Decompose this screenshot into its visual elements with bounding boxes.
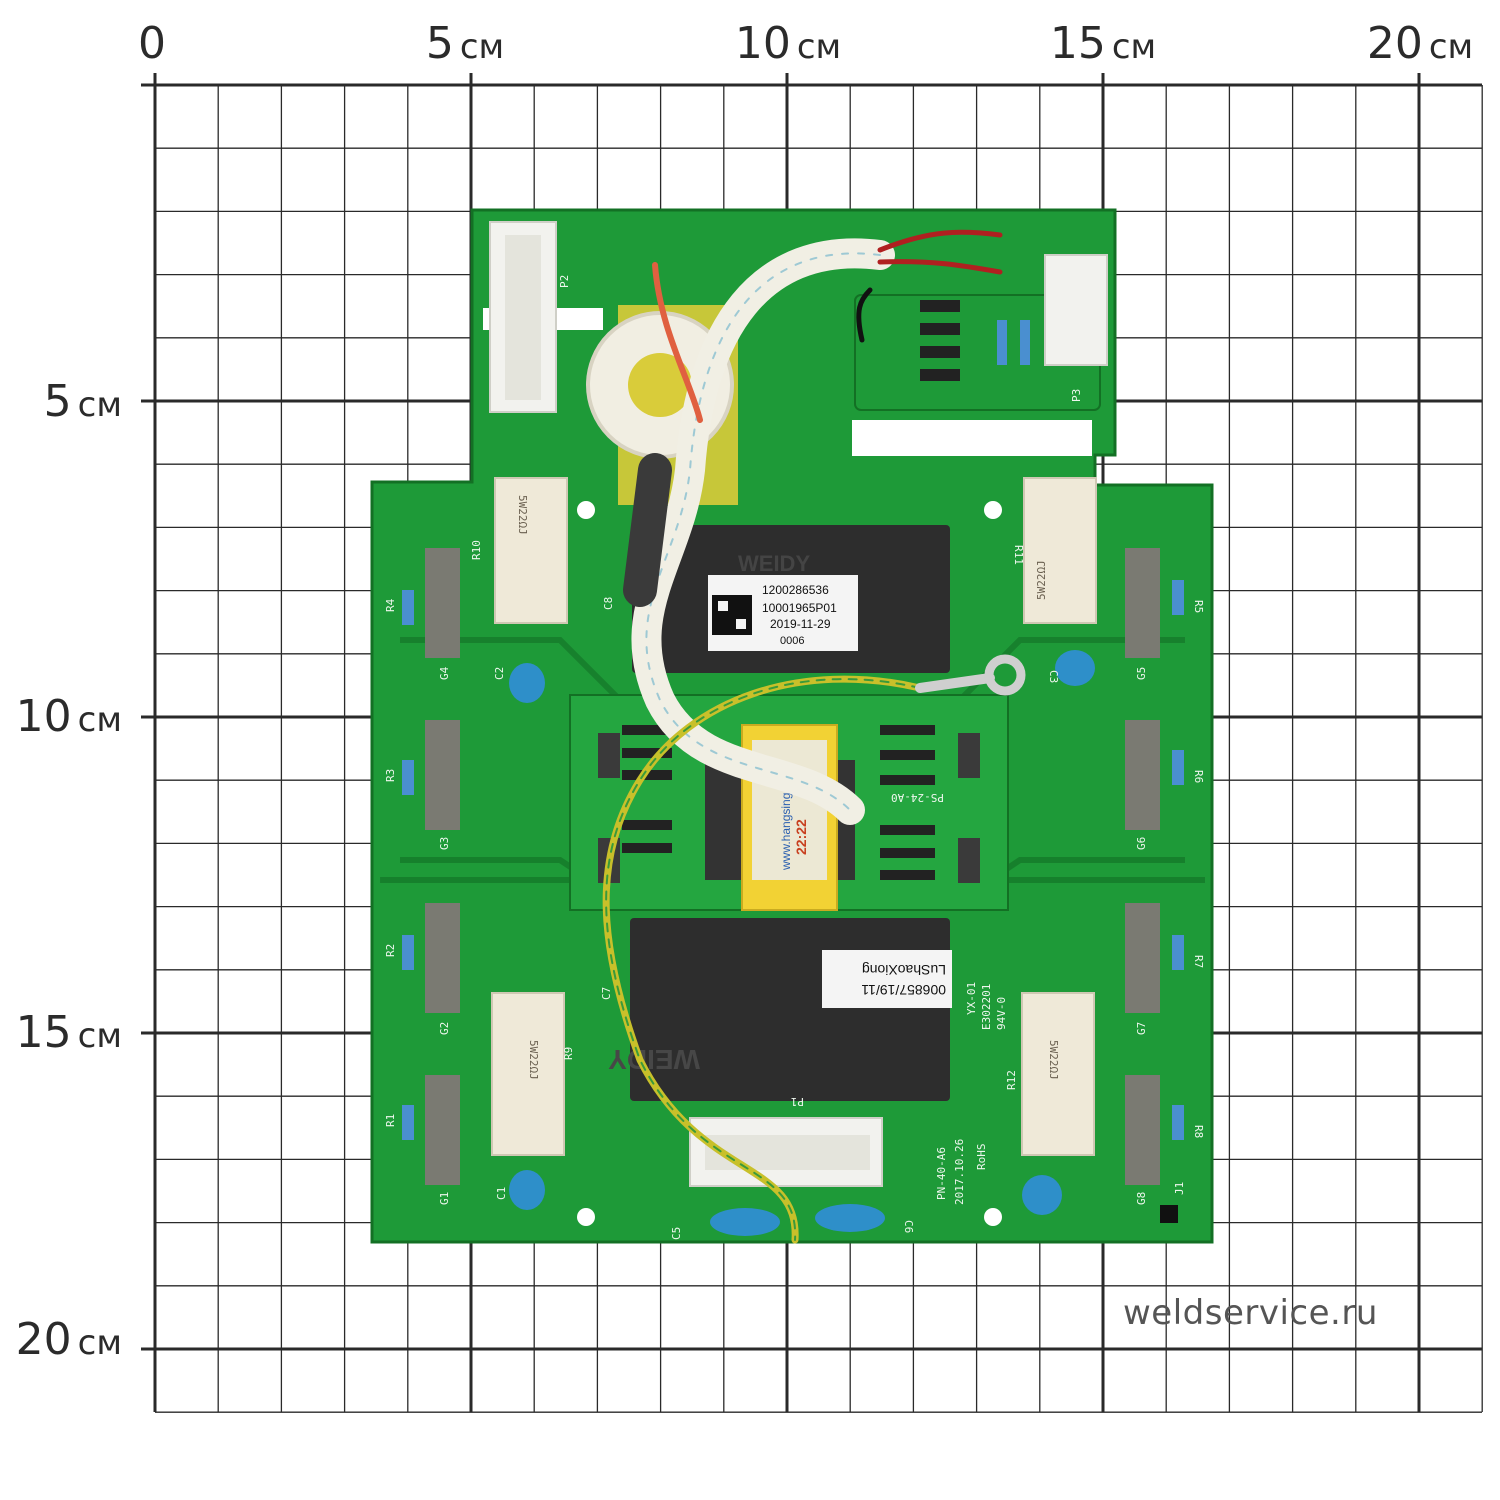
svg-text:R8: R8 bbox=[1192, 1125, 1205, 1138]
wire-red bbox=[652, 262, 703, 423]
svg-text:5W22ΩJ: 5W22ΩJ bbox=[527, 1040, 540, 1080]
svg-text:P1: P1 bbox=[791, 1095, 804, 1108]
svg-text:G6: G6 bbox=[1135, 837, 1148, 850]
svg-text:R9: R9 bbox=[562, 1047, 575, 1060]
svg-text:R1: R1 bbox=[384, 1114, 397, 1127]
svg-text:0006: 0006 bbox=[780, 635, 804, 647]
pcb-board: P2 P3 5W22ΩJ R10 5W22ΩJ R11 bbox=[370, 208, 1214, 1244]
power-resistor-r12: 5W22ΩJ R12 bbox=[1005, 992, 1095, 1156]
gate-terminals-right bbox=[1125, 548, 1184, 1185]
power-resistor-r9: 5W22ΩJ R9 bbox=[491, 992, 575, 1156]
svg-text:R4: R4 bbox=[384, 598, 397, 612]
relay-bottom: WEIDY LuShaoXiong 006857/19/11 C7 bbox=[600, 918, 952, 1101]
diode-array bbox=[920, 300, 1030, 381]
gate-labels: G4 G3 G2 G1 G5 G6 G7 G8 R4 R3 R2 R1 R5 R… bbox=[384, 598, 1205, 1205]
label-p2: P2 bbox=[558, 275, 571, 288]
svg-text:R6: R6 bbox=[1192, 770, 1205, 783]
svg-text:10001965P01: 10001965P01 bbox=[762, 601, 837, 615]
svg-text:22:22: 22:22 bbox=[793, 819, 809, 855]
svg-text:006857/19/11: 006857/19/11 bbox=[861, 982, 946, 998]
board-info: YX-01 E302201 94V-0 PN-40-A6 2017.10.26 … bbox=[935, 982, 1008, 1205]
svg-text:G4: G4 bbox=[438, 666, 451, 680]
label-p3: P3 bbox=[1070, 389, 1083, 402]
svg-text:G5: G5 bbox=[1135, 667, 1148, 680]
svg-text:R3: R3 bbox=[384, 769, 397, 782]
power-resistor-r11: 5W22ΩJ R11 bbox=[1012, 477, 1097, 624]
svg-text:PS-24-A0: PS-24-A0 bbox=[891, 791, 944, 804]
relay-top: 1200286536 10001965P01 2019-11-29 0006 W… bbox=[602, 525, 950, 673]
jumper-j1 bbox=[1160, 1205, 1178, 1223]
svg-text:R12: R12 bbox=[1005, 1070, 1018, 1090]
mount-hole bbox=[577, 1208, 595, 1226]
wire-black bbox=[856, 287, 873, 343]
heat-shrink bbox=[623, 453, 672, 607]
svg-text:E302201: E302201 bbox=[980, 984, 993, 1030]
mount-hole bbox=[577, 501, 595, 519]
svg-text:C5: C5 bbox=[670, 1227, 683, 1240]
wires bbox=[602, 229, 1026, 1244]
svg-text:PN-40-A6: PN-40-A6 bbox=[935, 1147, 948, 1200]
svg-text:C1: C1 bbox=[495, 1187, 508, 1200]
svg-text:www.hangsing.cn: www.hangsing.cn bbox=[779, 777, 793, 871]
svg-text:R7: R7 bbox=[1192, 955, 1205, 968]
mount-hole bbox=[984, 501, 1002, 519]
wire-red-top-2 bbox=[877, 259, 1003, 275]
svg-text:C6: C6 bbox=[902, 1220, 915, 1233]
svg-text:2017.10.26: 2017.10.26 bbox=[953, 1139, 966, 1205]
svg-text:R2: R2 bbox=[384, 944, 397, 957]
svg-text:5W22ΩJ: 5W22ΩJ bbox=[1047, 1040, 1060, 1080]
mount-hole bbox=[984, 1208, 1002, 1226]
svg-text:WEIDY: WEIDY bbox=[738, 551, 810, 576]
svg-text:1200286536: 1200286536 bbox=[762, 583, 829, 597]
svg-text:C8: C8 bbox=[602, 597, 615, 610]
connector-p3 bbox=[1044, 254, 1108, 366]
svg-text:G1: G1 bbox=[438, 1192, 451, 1205]
svg-text:LuShaoXiong: LuShaoXiong bbox=[862, 962, 946, 978]
svg-text:5W22ΩJ: 5W22ΩJ bbox=[516, 495, 529, 535]
svg-text:G2: G2 bbox=[438, 1022, 451, 1035]
svg-text:YX-01: YX-01 bbox=[965, 982, 978, 1015]
svg-text:2019-11-29: 2019-11-29 bbox=[770, 617, 831, 631]
svg-text:C2: C2 bbox=[493, 667, 506, 680]
sticker bbox=[822, 950, 952, 1008]
ruler-top-0: 0 bbox=[138, 18, 166, 69]
gate-terminals-left bbox=[402, 548, 460, 1185]
board-slot-right bbox=[852, 420, 1092, 456]
svg-text:R10: R10 bbox=[470, 540, 483, 560]
svg-text:RoHS: RoHS bbox=[975, 1144, 988, 1171]
svg-text:5W22ΩJ: 5W22ΩJ bbox=[1035, 560, 1048, 600]
svg-text:94V-0: 94V-0 bbox=[995, 997, 1008, 1030]
svg-text:J1: J1 bbox=[1173, 1182, 1186, 1195]
power-resistor-r10: 5W22ΩJ R10 bbox=[470, 477, 568, 624]
wire-red-top bbox=[877, 229, 1003, 253]
svg-text:R5: R5 bbox=[1192, 600, 1205, 613]
svg-text:G3: G3 bbox=[438, 837, 451, 850]
svg-text:C3: C3 bbox=[1047, 670, 1060, 683]
watermark-text: weldservice.ru bbox=[1123, 1293, 1378, 1333]
ring-terminal bbox=[915, 673, 995, 693]
svg-text:WEIDY: WEIDY bbox=[608, 1044, 700, 1075]
svg-text:C7: C7 bbox=[600, 987, 613, 1000]
capacitors bbox=[509, 650, 1095, 1236]
svg-text:G8: G8 bbox=[1135, 1192, 1148, 1205]
svg-text:R11: R11 bbox=[1012, 545, 1025, 565]
svg-text:G7: G7 bbox=[1135, 1022, 1148, 1035]
